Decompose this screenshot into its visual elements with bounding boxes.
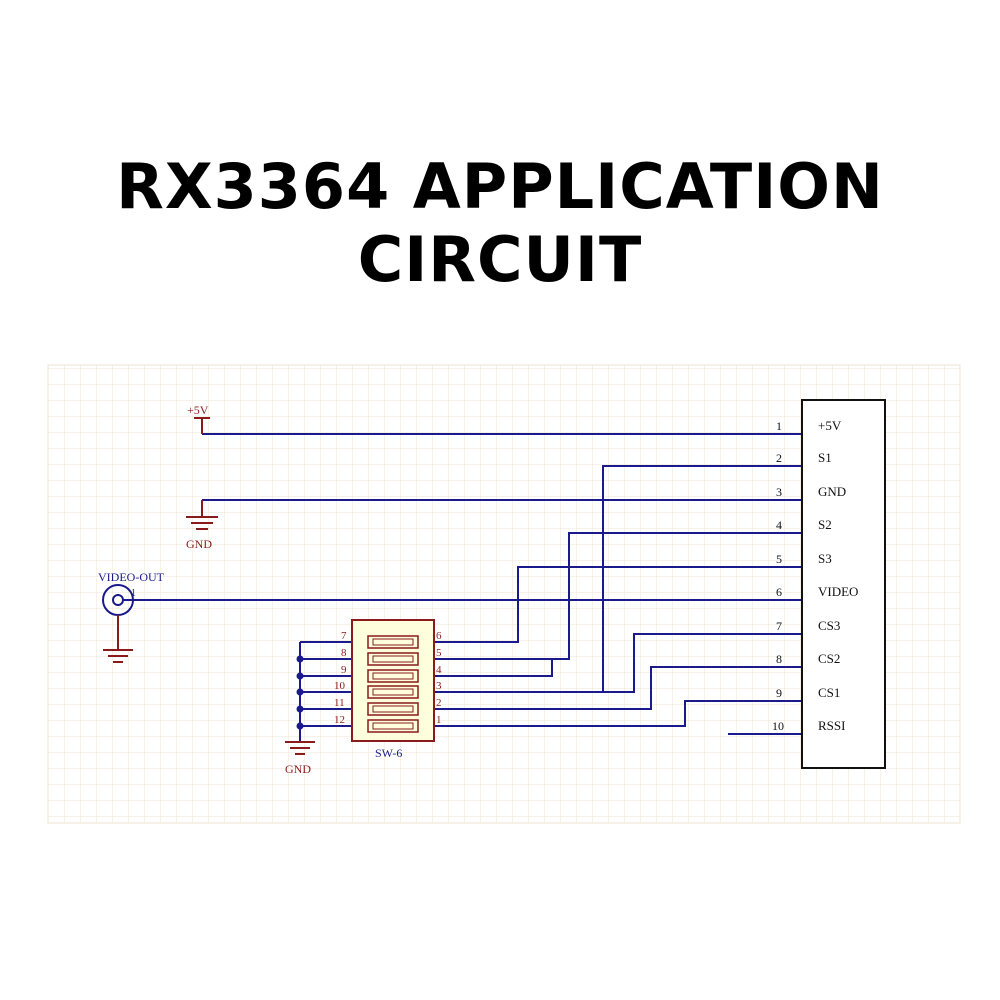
video-out-pin-number: 1 — [131, 588, 136, 599]
wire-s2 — [434, 532, 802, 660]
junction-dot — [296, 722, 304, 730]
switch-left-pin-number: 7 — [341, 630, 347, 642]
vcc-label: +5V — [187, 403, 209, 417]
dip-toggle — [367, 685, 419, 699]
dip-toggles — [367, 635, 419, 733]
video-gnd-symbol — [103, 615, 133, 663]
switch-right-pin-numbers: 6 5 4 3 2 1 — [436, 630, 442, 726]
connector-pin-number: 7 — [776, 619, 782, 633]
connector-pin-number: 9 — [776, 686, 782, 700]
dip-switch — [351, 619, 435, 742]
switch-left-pin-number: 8 — [341, 647, 347, 659]
connector-pin-number: 10 — [772, 719, 784, 733]
dip-toggle-slider — [372, 655, 414, 663]
wire-cs3-main — [434, 633, 802, 693]
switch-left-pin-number: 11 — [334, 697, 345, 709]
wire-s3 — [434, 566, 802, 643]
dip-toggle — [367, 702, 419, 716]
dip-switch-body — [351, 619, 435, 742]
dip-toggle-slider — [372, 638, 414, 646]
switch-left-pin-number: 9 — [341, 664, 347, 676]
dip-toggle — [367, 719, 419, 733]
wire-sw-left — [299, 641, 352, 742]
switch-right-pin-number: 6 — [436, 630, 442, 642]
connector-pin-name: GND — [818, 484, 846, 499]
page-title: RX3364 APPLICATION CIRCUIT — [116, 150, 884, 296]
wire-layer — [130, 433, 802, 742]
switch-right-pin-number: 2 — [436, 697, 442, 709]
connector-pin-number: 6 — [776, 585, 782, 599]
connector-pin-number: 3 — [776, 485, 782, 499]
switch-right-pin-number: 5 — [436, 647, 442, 659]
connector-pin-number: 1 — [776, 419, 782, 433]
connector-pin-number: 2 — [776, 451, 782, 465]
switch-left-pin-number: 12 — [334, 714, 345, 726]
switch-right-pin-number: 3 — [436, 680, 442, 692]
switch-gnd-label: GND — [285, 762, 311, 776]
gnd-symbol — [186, 500, 218, 530]
connector-pin-name: S2 — [818, 517, 832, 532]
connector-pin-name: S3 — [818, 551, 832, 566]
switch-right-pin-number: 1 — [436, 714, 442, 726]
gnd-label: GND — [186, 537, 212, 551]
dip-toggle-slider — [372, 688, 414, 696]
switch-label: SW-6 — [375, 746, 402, 760]
switch-right-pin-number: 4 — [436, 664, 442, 676]
dip-toggle — [367, 652, 419, 666]
connector-pin-name: CS1 — [818, 685, 840, 700]
connector-pin-number: 4 — [776, 518, 782, 532]
dip-toggle — [367, 635, 419, 649]
switch-gnd-symbol — [285, 741, 315, 755]
junction-dot — [296, 672, 304, 680]
connector-pin-number: 8 — [776, 652, 782, 666]
wire-cs3 — [434, 658, 569, 677]
junction-dot — [296, 655, 304, 663]
dip-toggle-slider — [372, 722, 414, 730]
dip-toggle-slider — [372, 672, 414, 680]
video-out-connector — [102, 584, 134, 663]
connector-pin-name: VIDEO — [818, 584, 858, 599]
wire-cs2 — [434, 666, 802, 710]
connector-pin-number: 5 — [776, 552, 782, 566]
switch-left-pin-number: 10 — [334, 680, 346, 692]
rx3364-connector — [801, 399, 886, 769]
connector-pin-name: CS2 — [818, 651, 840, 666]
connector-body — [801, 399, 886, 769]
junction-dots — [296, 655, 304, 730]
junction-dot — [296, 688, 304, 696]
connector-pin-name: RSSI — [818, 718, 845, 733]
vcc-symbol — [194, 417, 210, 434]
connector-pins: 1 +5V 2 S1 3 GND 4 S2 5 S3 6 VIDEO 7 CS3 8 CS2 9 CS1 10 RSS… — [772, 418, 858, 733]
connector-pin-name: +5V — [818, 418, 842, 433]
connector-pin-name: S1 — [818, 450, 832, 465]
dip-toggle — [367, 669, 419, 683]
dip-toggle-slider — [372, 705, 414, 713]
wire-cs1 — [434, 700, 802, 727]
junction-dot — [296, 705, 304, 713]
connector-pin-name: CS3 — [818, 618, 840, 633]
video-out-label: VIDEO-OUT — [98, 570, 165, 584]
switch-left-pin-numbers: 7 8 9 10 11 12 — [334, 630, 347, 726]
